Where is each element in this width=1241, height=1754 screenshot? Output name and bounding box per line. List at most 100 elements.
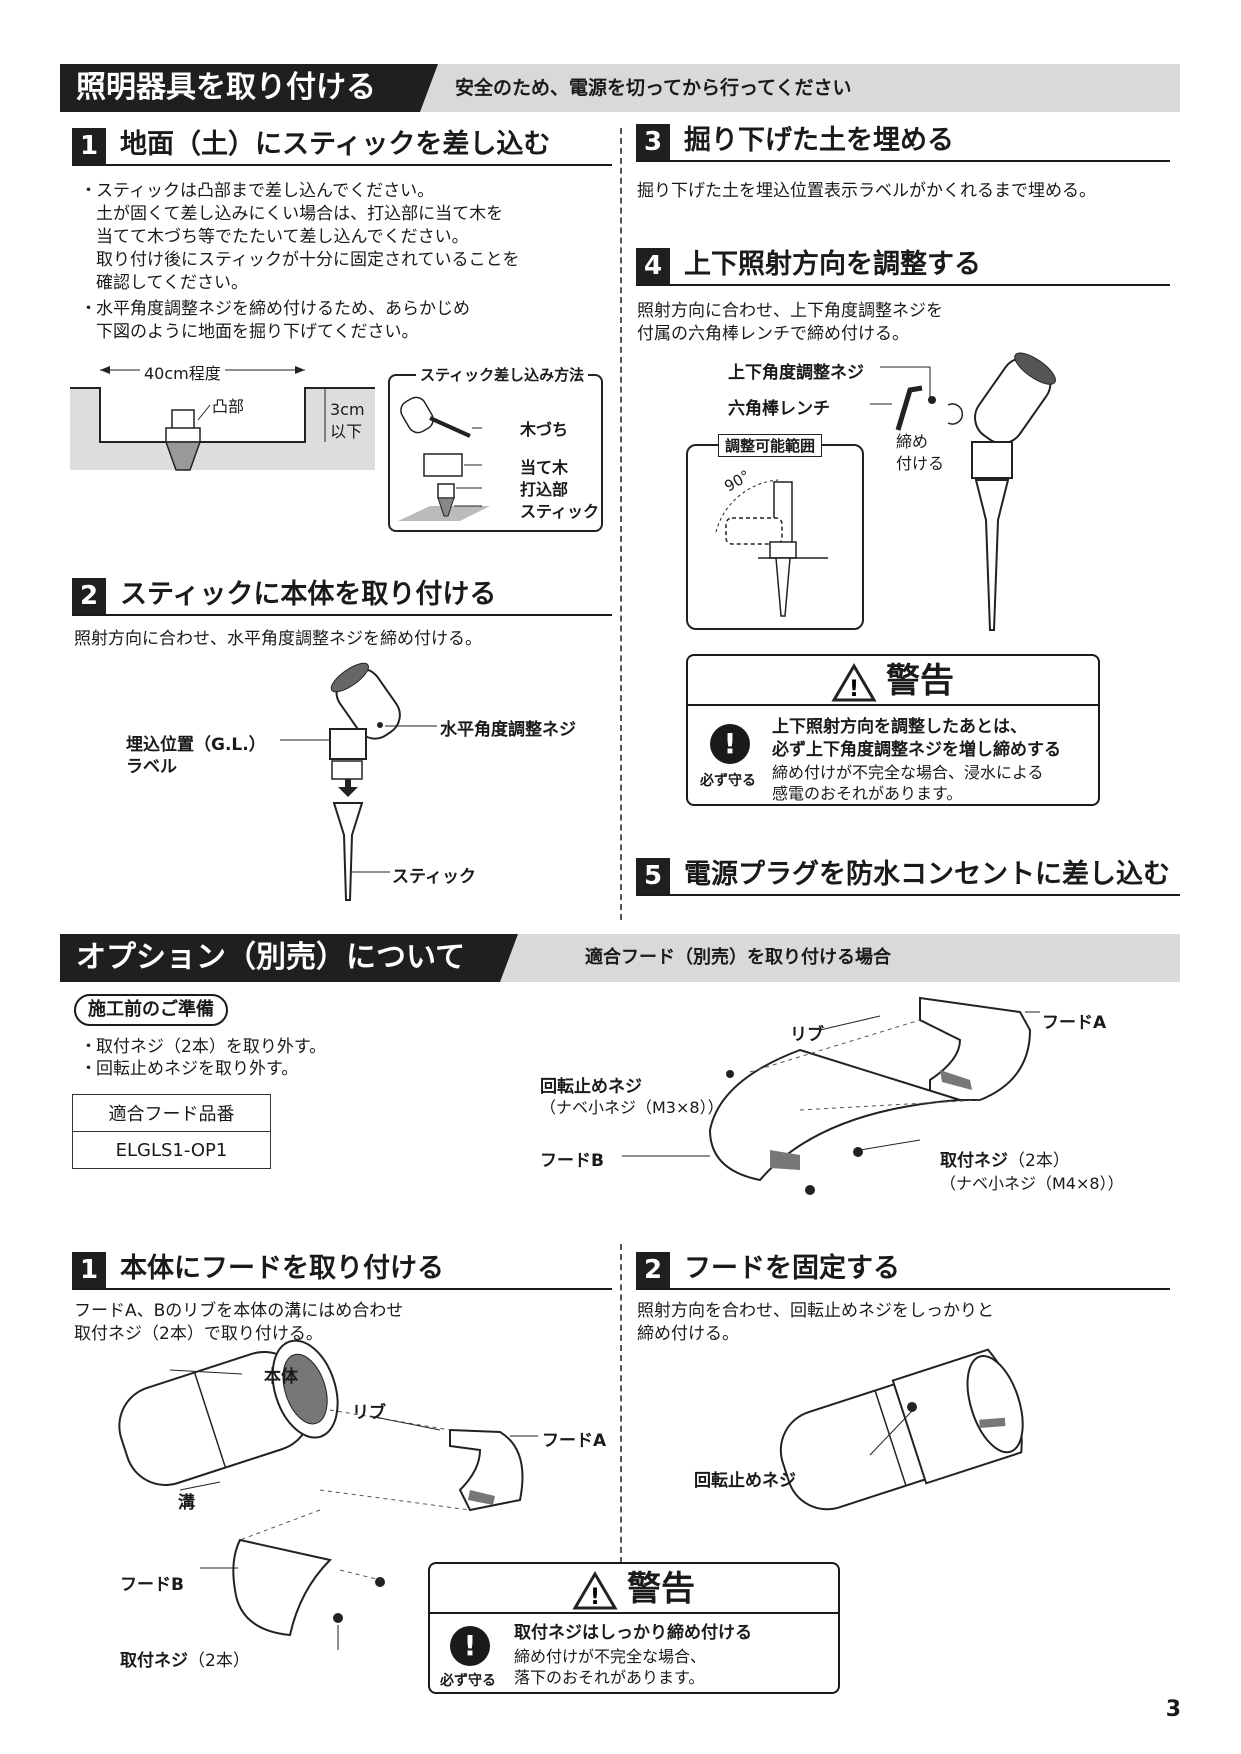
must-observe: 必ず守る <box>700 773 756 789</box>
hood-b-label: フードB <box>540 1151 604 1171</box>
column-divider <box>620 128 622 920</box>
section-header-options: オプション（別売）について 適合フード（別売）を取り付ける場合 <box>60 934 1180 982</box>
must-observe: 必ず守る <box>440 1673 496 1689</box>
step-number: 1 <box>72 1252 106 1288</box>
opt2-text-2: 締め付ける。 <box>637 1324 739 1344</box>
mount-screw-spec: （ナベ小ネジ（M4×8）） <box>940 1174 1124 1193</box>
step5-header: 5 電源プラグを防水コンセントに差し込む <box>636 856 1180 896</box>
warning-box-2: ! 警告 ! 必ず守る 取付ネジはしっかり締め付ける 締め付けが不完全な場合、 … <box>428 1562 840 1694</box>
groove-label: 溝 <box>178 1493 195 1513</box>
page-number: 3 <box>1165 1697 1181 1722</box>
step3-header: 3 掘り下げた土を埋める <box>636 122 1170 162</box>
mount-screw-label: 取付ネジ（2本） <box>940 1146 1070 1171</box>
bump-label: 凸部 <box>212 397 245 416</box>
step-number: 4 <box>636 248 670 284</box>
column-divider-lower <box>620 1244 622 1674</box>
tighten-label-2: 付ける <box>896 454 945 473</box>
leader-line <box>385 725 437 727</box>
step2-text: 照射方向に合わせ、水平角度調整ネジを締め付ける。 <box>74 629 482 649</box>
bullet-line: 土が固くて差し込みにくい場合は、打込部に当て木を <box>96 204 504 224</box>
svg-text:!: ! <box>590 1585 600 1610</box>
step-title: フードを固定する <box>684 1253 900 1284</box>
bullet-line: 取り付け後にスティックが十分に固定されていることを <box>96 250 520 270</box>
horizontal-screw-label: 水平角度調整ネジ <box>440 720 576 740</box>
width-label: 40cm程度 <box>140 360 225 384</box>
bullet-line: 水平角度調整ネジを締め付けるため、あらかじめ <box>96 299 470 319</box>
step-title: スティックに本体を取り付ける <box>120 579 497 610</box>
step4-header: 4 上下照射方向を調整する <box>636 246 1170 286</box>
mount-screw-text: 取付ネジ <box>120 1651 188 1671</box>
warning-text-1: 締め付けが不完全な場合、浸水による <box>772 763 1044 782</box>
stick-label-2: スティック <box>392 867 476 887</box>
stick-method-box: スティック差し込み方法 木づち 当て木 打込部 スティック <box>388 364 603 532</box>
range-diagram <box>715 479 828 617</box>
vertical-screw-label: 上下角度調整ネジ <box>728 363 864 383</box>
mallet-block-stick-icon <box>398 396 490 521</box>
opt2-header: 2 フードを固定する <box>636 1250 1170 1290</box>
body-label: 本体 <box>264 1367 298 1387</box>
hood-fixed-diagram <box>779 1348 1024 1511</box>
warning-text-2: 感電のおそれがあります。 <box>772 784 963 803</box>
svg-text:!: ! <box>849 677 859 702</box>
bullet-line: 当てて木づち等でたたいて差し込んでください。 <box>96 227 469 247</box>
section-note: 安全のため、電源を切ってから行ってください <box>455 77 852 99</box>
exclamation-icon: ! <box>710 724 750 764</box>
step-number: 1 <box>72 128 106 164</box>
hood-a-label: フードA <box>1042 1013 1107 1033</box>
mount-screw-text: 取付ネジ <box>940 1151 1008 1171</box>
warning-text-2: 落下のおそれがあります。 <box>514 1668 705 1687</box>
step-title: 地面（土）にスティックを差し込む <box>120 129 551 160</box>
strike-label: 打込部 <box>520 480 569 499</box>
gl-label-2: ラベル <box>126 757 177 777</box>
step-number: 2 <box>72 578 106 614</box>
rib-label: リブ <box>790 1025 824 1045</box>
leader-line <box>352 871 390 873</box>
step2-header: 2 スティックに本体を取り付ける <box>72 576 612 616</box>
gl-label: 埋込位置（G.L.） <box>126 735 266 755</box>
warning-box-1: ! 警告 ! 必ず守る 上下照射方向を調整したあとは、 必ず上下角度調整ネジを増… <box>686 654 1100 806</box>
hood-a-label-2: フードA <box>542 1431 607 1451</box>
step-title: 掘り下げた土を埋める <box>684 125 954 156</box>
rotation-screw-label: 回転止めネジ <box>540 1077 642 1097</box>
block-label: 当て木 <box>520 458 569 477</box>
method-title: スティック差し込み方法 <box>416 364 589 385</box>
adjust-range-box: 調整可能範囲 90° <box>686 434 864 630</box>
warning-header: ! 警告 <box>688 656 1098 706</box>
leader-line <box>622 1155 710 1157</box>
warning-bold-2: 必ず上下角度調整ネジを増し締めする <box>772 740 1061 760</box>
step1-header: 1 地面（土）にスティックを差し込む <box>72 126 612 166</box>
mount-screw-count: （2本） <box>188 1651 250 1671</box>
rotation-screw-label-2: 回転止めネジ <box>694 1471 796 1491</box>
table-header: 適合フード品番 <box>72 1094 271 1132</box>
prep-title: 施工前のご準備 <box>74 994 228 1026</box>
step-title: 本体にフードを取り付ける <box>120 1253 444 1284</box>
warning-triangle-icon: ! <box>831 662 877 702</box>
warning-title: 警告 <box>886 661 954 701</box>
exclamation-icon: ! <box>450 1626 490 1666</box>
range-title: 調整可能範囲 <box>718 434 823 457</box>
step4-text-1: 照射方向に合わせ、上下角度調整ネジを <box>637 301 943 321</box>
warning-header: ! 警告 <box>430 1564 838 1614</box>
bullet-line: 回転止めネジを取り外す。 <box>96 1059 299 1079</box>
opt1-header: 1 本体にフードを取り付ける <box>72 1250 612 1290</box>
bullet-line: 取付ネジ（2本）を取り外す。 <box>96 1037 327 1057</box>
warning-bold: 取付ネジはしっかり締め付ける <box>514 1623 752 1643</box>
warning-triangle-icon: ! <box>572 1570 618 1610</box>
section-header-install: 照明器具を取り付ける 安全のため、電源を切ってから行ってください <box>60 64 1180 112</box>
mount-screw-count: （2本） <box>1008 1151 1070 1171</box>
opt2-text-1: 照射方向を合わせ、回転止めネジをしっかりと <box>637 1301 994 1321</box>
stick-label: スティック <box>520 502 600 521</box>
ground-dig-diagram <box>70 366 375 471</box>
section-note: 適合フード（別売）を取り付ける場合 <box>585 947 891 968</box>
depth-label: 3cm <box>330 400 365 419</box>
step3-text: 掘り下げた土を埋込位置表示ラベルがかくれるまで埋める。 <box>637 181 1096 201</box>
hood-exploded-diagram <box>708 996 1040 1195</box>
opt1-text-2: 取付ネジ（2本）で取り付ける。 <box>74 1324 323 1344</box>
step-number: 3 <box>636 124 670 160</box>
warning-text-1: 締め付けが不完全な場合、 <box>514 1647 707 1666</box>
step-title: 上下照射方向を調整する <box>684 249 981 280</box>
tighten-label: 締め <box>896 432 929 451</box>
warning-title: 警告 <box>627 1569 695 1609</box>
vertical-adjust-diagram <box>870 352 1056 631</box>
step4-text-2: 付属の六角棒レンチで締め付ける。 <box>637 324 909 344</box>
